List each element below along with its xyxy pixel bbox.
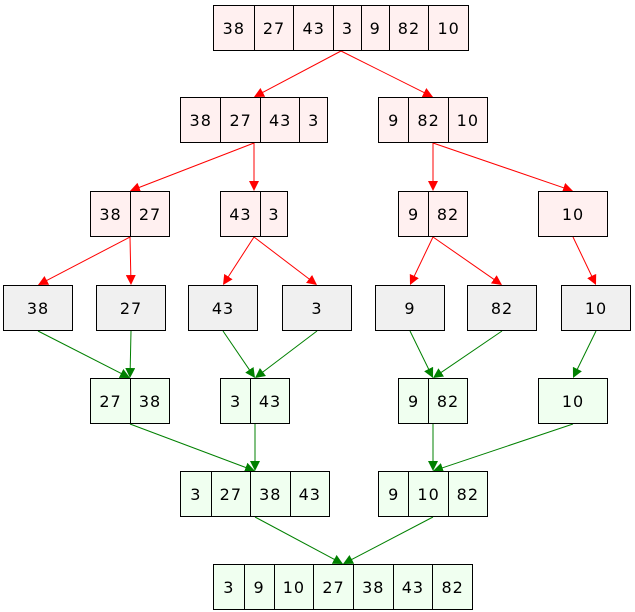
array-cell: 10 bbox=[428, 6, 468, 50]
array-cell: 82 bbox=[490, 298, 514, 318]
merge-arrow bbox=[572, 330, 597, 378]
leaf-node: 27 bbox=[96, 285, 166, 331]
array-cell: 43 bbox=[250, 379, 289, 423]
array-cell: 38 bbox=[129, 379, 169, 423]
array-cell: 43 bbox=[392, 565, 433, 609]
merge-arrow bbox=[254, 516, 343, 564]
array-cell: 82 bbox=[428, 192, 467, 236]
merge-arrow bbox=[432, 330, 503, 379]
merge-node: 27 38 bbox=[90, 378, 170, 424]
merge-node: 10 bbox=[538, 378, 608, 424]
array-cell: 3 bbox=[333, 6, 361, 50]
merge-arrow bbox=[129, 423, 256, 473]
merge-arrow bbox=[343, 516, 434, 565]
array-cell: 10 bbox=[561, 204, 585, 224]
split-node: 10 bbox=[538, 191, 608, 237]
array-cell: 43 bbox=[211, 298, 235, 318]
merge-node: 3 43 bbox=[220, 378, 290, 424]
array-cell: 10 bbox=[447, 98, 487, 142]
array-cell: 38 bbox=[189, 110, 212, 130]
array-cell: 82 bbox=[408, 98, 447, 142]
array-cell: 10 bbox=[561, 391, 585, 411]
array-cell: 10 bbox=[273, 565, 314, 609]
array-cell: 38 bbox=[222, 18, 246, 38]
array-cell: 9 bbox=[407, 204, 420, 224]
array-cell: 27 bbox=[99, 391, 122, 411]
array-cell: 9 bbox=[407, 391, 420, 411]
array-cell: 3 bbox=[259, 192, 287, 236]
array-cell: 43 bbox=[289, 472, 329, 516]
merge-node: 9 82 bbox=[398, 378, 468, 424]
split-arrow bbox=[409, 236, 434, 285]
array-cell: 3 bbox=[299, 98, 327, 142]
array-cell: 9 bbox=[360, 6, 389, 50]
split-node: 9 82 bbox=[398, 191, 468, 237]
array-cell: 9 bbox=[404, 298, 416, 318]
array-cell: 3 bbox=[311, 298, 323, 318]
array-cell: 27 bbox=[253, 6, 294, 50]
array-cell: 10 bbox=[408, 472, 447, 516]
array-cell: 27 bbox=[220, 98, 259, 142]
split-node: 38 27 bbox=[90, 191, 170, 237]
leaf-node: 82 bbox=[467, 285, 537, 331]
split-arrow bbox=[125, 236, 136, 285]
array-cell: 9 bbox=[243, 565, 274, 609]
array-cell: 43 bbox=[259, 98, 299, 142]
split-arrow bbox=[223, 236, 255, 286]
array-cell: 38 bbox=[99, 204, 122, 224]
split-arrow bbox=[572, 236, 597, 285]
array-cell: 43 bbox=[229, 204, 252, 224]
array-cell: 38 bbox=[250, 472, 289, 516]
array-cell: 82 bbox=[388, 6, 429, 50]
array-cell: 27 bbox=[210, 472, 250, 516]
merge-arrow bbox=[37, 330, 131, 379]
merge-arrow bbox=[222, 330, 256, 379]
array-cell: 3 bbox=[229, 391, 242, 411]
array-cell: 38 bbox=[26, 298, 50, 318]
array-cell: 3 bbox=[190, 484, 202, 504]
split-arrow bbox=[432, 236, 503, 285]
array-cell: 38 bbox=[352, 565, 393, 609]
leaf-node: 3 bbox=[282, 285, 352, 331]
split-arrow bbox=[130, 142, 255, 193]
split-arrow bbox=[253, 236, 317, 285]
array-cell: 27 bbox=[129, 192, 169, 236]
array-cell: 10 bbox=[584, 298, 608, 318]
leaf-node: 38 bbox=[3, 285, 73, 331]
split-arrow bbox=[38, 236, 131, 286]
array-cell: 82 bbox=[428, 379, 467, 423]
leaf-node: 9 bbox=[375, 285, 445, 331]
split-arrow bbox=[340, 50, 433, 98]
array-cell: 27 bbox=[119, 298, 143, 318]
array-cell: 9 bbox=[388, 484, 400, 504]
split-node: 43 3 bbox=[220, 191, 288, 237]
merge-arrow bbox=[409, 330, 434, 378]
merge-arrow bbox=[125, 330, 136, 378]
array-cell: 27 bbox=[313, 565, 353, 609]
split-arrow bbox=[253, 50, 342, 97]
leaf-node: 43 bbox=[188, 285, 258, 331]
array-cell: 82 bbox=[432, 565, 472, 609]
merge-arrow bbox=[255, 330, 318, 379]
array-cell: 9 bbox=[388, 110, 400, 130]
leaf-node: 10 bbox=[561, 285, 631, 331]
array-cell: 82 bbox=[447, 472, 487, 516]
array-cell: 43 bbox=[293, 6, 333, 50]
array-cell: 3 bbox=[223, 577, 235, 597]
merge-arrow bbox=[432, 423, 574, 473]
split-arrow bbox=[432, 142, 574, 193]
